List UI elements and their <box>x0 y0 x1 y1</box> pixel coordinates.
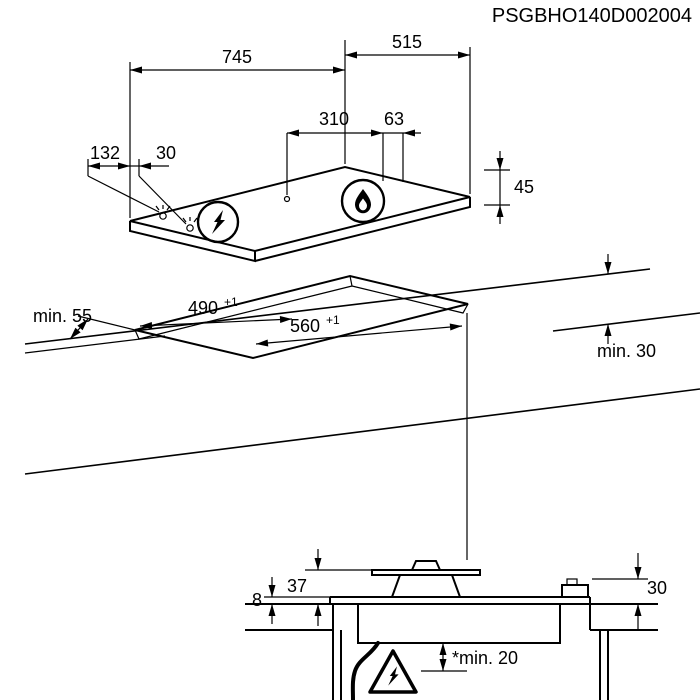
dim-control-offset-label: 132 <box>90 143 120 163</box>
lightning-icon <box>196 200 240 244</box>
warning-lightning-icon <box>368 649 418 694</box>
cutout-hole <box>134 274 469 360</box>
dim-burner-position: 310 63 <box>286 109 421 195</box>
dim-total-depth-label: 515 <box>392 32 422 52</box>
flame-icon <box>340 178 386 224</box>
dim-total-width: 745 <box>129 40 346 218</box>
dim-glass-height-label: 8 <box>252 590 262 610</box>
hob-top-surface <box>129 165 471 253</box>
hob-thickness-edge <box>129 197 471 263</box>
dim-cutout-depth-tol: +1 <box>224 295 238 309</box>
dim-built-in-depth-label: 45 <box>514 177 534 197</box>
dim-cutout-width-label: 560 <box>290 316 320 336</box>
worktop-edges <box>24 268 700 560</box>
dim-burner-edge-label: 63 <box>384 109 404 129</box>
dim-min-clearance-below: *min. 20 <box>421 643 518 672</box>
dim-box-height-label: 30 <box>647 578 667 598</box>
worktop-section <box>245 603 658 700</box>
dim-min-front-label: min. 55 <box>33 306 92 326</box>
dim-total-depth: 515 <box>345 32 471 194</box>
dim-control-spacing-label: 30 <box>156 143 176 163</box>
drawing-code: PSGBHO140D002004 <box>492 5 692 27</box>
dim-glass-height: 8 <box>252 577 330 624</box>
top-view: 745 515 310 63 132 <box>87 32 534 263</box>
dim-built-in-depth: 45 <box>484 151 534 224</box>
dim-min-front: min. 55 <box>33 306 136 340</box>
dim-min-rear-label: min. 30 <box>597 341 656 361</box>
dim-min-clearance-label: *min. 20 <box>452 648 518 668</box>
terminal-box <box>561 584 589 598</box>
hob-section <box>329 560 591 700</box>
cutout-view: 490 +1 560 +1 min. 55 min. 30 <box>24 254 700 560</box>
dim-cutout-width: 560 +1 <box>255 313 463 347</box>
dim-height-above: 37 <box>287 549 372 626</box>
dim-total-width-label: 745 <box>222 47 252 67</box>
section-view: 37 8 30 *min. 20 <box>245 549 667 700</box>
dim-cutout-depth-label: 490 <box>188 298 218 318</box>
dim-min-rear: min. 30 <box>597 254 656 361</box>
mains-cable <box>350 641 380 700</box>
dim-box-height: 30 <box>592 553 667 630</box>
dim-height-above-label: 37 <box>287 576 307 596</box>
dim-cutout-depth: 490 +1 <box>139 295 293 329</box>
dim-control-position: 132 30 <box>87 143 187 225</box>
spark-icon <box>155 195 291 232</box>
dim-burner-spacing-label: 310 <box>319 109 349 129</box>
dim-cutout-width-tol: +1 <box>326 313 340 327</box>
